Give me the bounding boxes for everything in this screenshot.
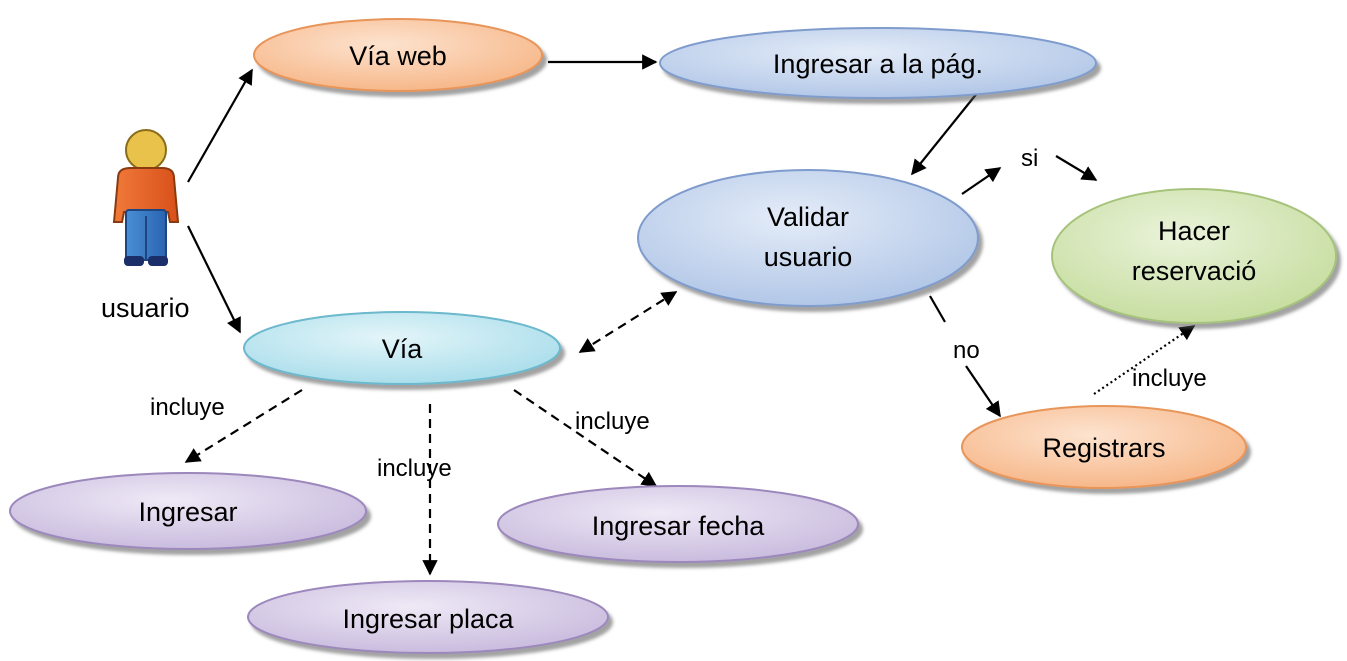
node-ingresar-label: Ingresar (138, 497, 237, 527)
node-via-web-label: Vía web (349, 41, 447, 71)
node-ingresar-pag: Ingresar a la pág. (659, 27, 1097, 99)
node-ingresar-placa: Ingresar placa (247, 580, 609, 654)
node-ingresar-placa-label: Ingresar placa (342, 604, 514, 634)
edge-si-hacer (1055, 155, 1098, 181)
edge-validar-no (929, 295, 946, 323)
node-registrars: Registrars (961, 405, 1247, 489)
edge-label-incluye-right: incluye (575, 408, 650, 435)
edge-registrar-hacer (1093, 325, 1196, 395)
node-ingresar-pag-label: Ingresar a la pág. (773, 49, 983, 79)
node-hacer-line2: reservació (1132, 256, 1257, 286)
edge-via-ingresar (184, 389, 303, 463)
edge-label-si: si (1021, 145, 1038, 172)
edge-label-no: no (953, 337, 980, 364)
edge-actor-via (187, 225, 241, 334)
node-validar-line2: usuario (764, 242, 853, 272)
edge-via-fecha (513, 389, 658, 487)
node-via-web: Vía web (253, 18, 543, 92)
edge-label-incluye-left: incluye (150, 394, 225, 421)
edge-ingresarpag-validar (911, 91, 979, 176)
actor-label: usuario (101, 293, 190, 323)
node-via-label: Vía (382, 334, 424, 364)
edge-no-registrar (965, 365, 1001, 418)
edges (184, 54, 1196, 576)
node-validar-usuario: Validar usuario (637, 169, 979, 307)
node-ingresar: Ingresar (9, 472, 367, 550)
edge-label-incluye-center: incluye (377, 455, 452, 482)
actor-usuario: usuario (101, 129, 190, 323)
node-registrars-label: Registrars (1042, 433, 1165, 463)
user-icon (112, 129, 180, 266)
edge-actor-viaweb (187, 68, 253, 183)
edge-label-incluye-registrar: incluye (1132, 365, 1207, 392)
edge-validar-si (961, 167, 1002, 195)
node-hacer-reservacion: Hacer reservació (1051, 188, 1337, 324)
edge-via-validar (578, 291, 678, 353)
node-ingresar-fecha-label: Ingresar fecha (592, 511, 766, 541)
node-ingresar-fecha: Ingresar fecha (497, 485, 859, 563)
node-hacer-line1: Hacer (1158, 216, 1230, 246)
node-validar-line1: Validar (767, 202, 849, 232)
node-via: Vía (243, 311, 561, 385)
